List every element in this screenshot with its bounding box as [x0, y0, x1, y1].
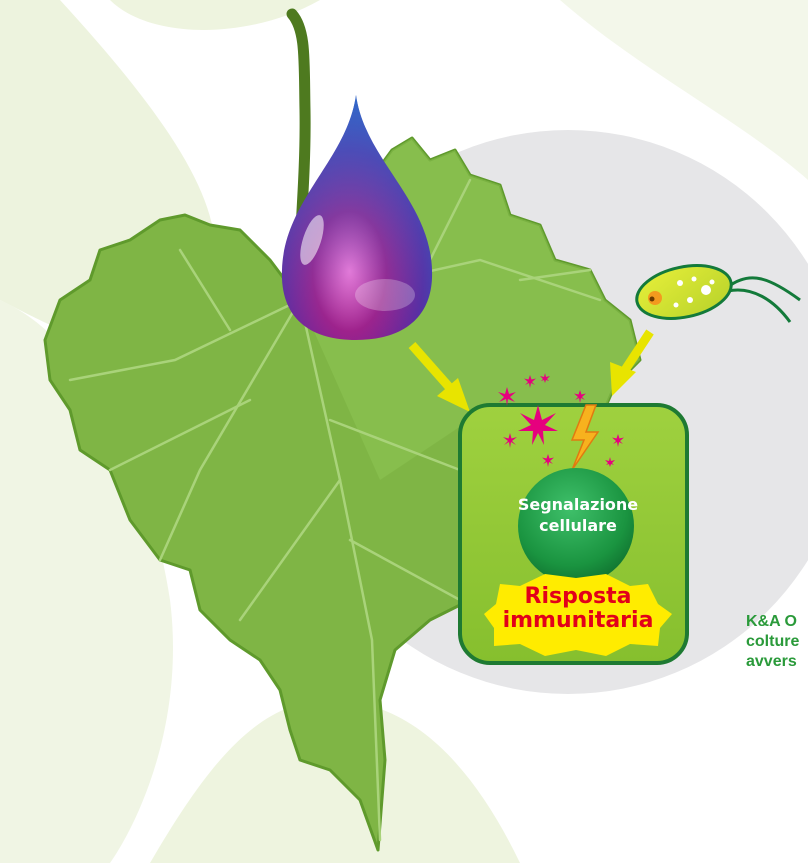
side-caption: K&A O colture avvers [746, 612, 808, 672]
signaling-label: Segnalazione cellulare [508, 494, 648, 536]
immune-response-label: Risposta immunitaria [486, 585, 670, 633]
immune-response-label-line2: immunitaria [486, 609, 670, 633]
signaling-label-line1: Segnalazione [508, 494, 648, 515]
signaling-label-line2: cellulare [508, 515, 648, 536]
caption-line2: colture [746, 632, 808, 652]
caption-line1: K&A O [746, 612, 808, 632]
immune-response-label-line1: Risposta [486, 585, 670, 609]
caption-line3: avvers [746, 652, 808, 672]
